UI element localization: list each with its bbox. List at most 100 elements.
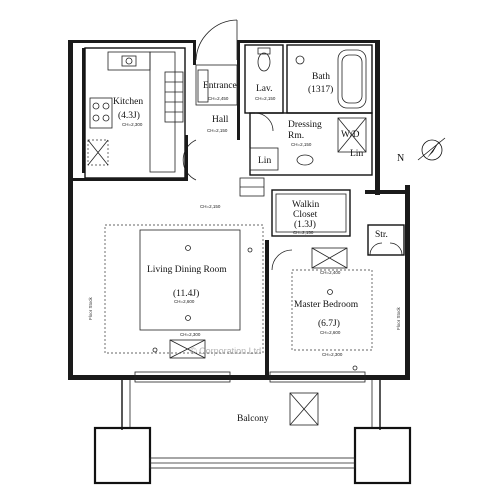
entrance-wall-left <box>193 40 196 65</box>
entrance-hall-area: Entrance CH=2,450 Hall CH=2,150 <box>182 19 240 181</box>
dressing-label: Dressing <box>288 120 322 130</box>
bathtub-icon <box>337 49 367 109</box>
entrance-outline <box>195 64 238 106</box>
burner-icon <box>92 102 100 110</box>
bed-ceiling-outline <box>291 269 373 351</box>
living-dining-area: Living Dining Room (11.4J) CH=2,600 CH=2… <box>68 178 269 375</box>
balcony-pillar-right <box>353 426 412 485</box>
lav-outline <box>244 44 284 114</box>
watermark-text: © Corporation Ltd <box>190 346 261 356</box>
bed-bottom-ceiling: CH=2,300 <box>322 352 343 357</box>
kitchen-ceiling: CH=2,300 <box>122 122 143 127</box>
balcony-pillar-left <box>93 426 152 485</box>
wall-right-lower <box>405 185 410 380</box>
lav-ceiling: CH=2,150 <box>255 96 276 101</box>
bed-top-ceiling: CH=2,400 <box>320 270 341 275</box>
walkin-ceiling: CH=2,150 <box>293 230 314 235</box>
dressing-area: Dressing Rm. CH=2,150 W/D Lin Lin <box>249 112 373 176</box>
hall-door-swing <box>182 139 197 181</box>
wall-left-inner <box>82 48 85 173</box>
storage-area: Str. <box>367 224 405 256</box>
storage-label: Str. <box>375 230 388 240</box>
ldr-wall-top <box>68 178 188 181</box>
ldr-floor-unit <box>169 339 206 359</box>
lin-small-label: Lin <box>258 156 271 166</box>
kitchen-shelf <box>164 71 184 123</box>
right-side-note: Floor Stock <box>396 306 401 330</box>
shower-icon <box>295 55 305 65</box>
walkin-closet-area: Walkin Closet (1.3J) CH=2,150 <box>271 189 351 237</box>
stove-top <box>89 97 113 129</box>
balcony-area: Balcony <box>93 380 412 485</box>
fridge-box <box>107 51 151 71</box>
lin-right-label: Lin <box>350 149 363 159</box>
outlet-icon <box>247 247 253 253</box>
evacuation-hatch <box>289 392 319 426</box>
lin-small-box <box>249 147 279 171</box>
outer-walls <box>68 40 410 380</box>
ldr-inner-frame <box>139 229 241 331</box>
master-bedroom-area: Master Bedroom (6.7J) CH=2,600 CH=2,400 … <box>271 247 401 371</box>
ceiling-light-icon <box>327 289 333 295</box>
bath-area: Bath (1317) <box>286 44 373 114</box>
window-strip <box>134 371 366 383</box>
outlet-icon <box>352 365 358 371</box>
entrance-ceiling: CH=2,450 <box>208 96 229 101</box>
kitchen-size: (4.3J) <box>118 110 140 121</box>
ldr-bed-partition <box>265 240 269 375</box>
wall-left <box>68 40 73 380</box>
bathtub-inner <box>341 54 363 104</box>
bed-ceiling: CH=2,600 <box>320 330 341 335</box>
wall-bottom <box>68 375 410 380</box>
balcony-label: Balcony <box>237 414 269 424</box>
ldr-label: Living Dining Room <box>147 265 227 275</box>
burner-icon <box>102 114 110 122</box>
washer-dryer-box <box>337 117 367 153</box>
hall-label: Hall <box>212 115 229 125</box>
lav-area: Lav. CH=2,150 <box>244 44 284 114</box>
dressing-ceiling: CH=2,150 <box>291 142 312 147</box>
ldr-size: (11.4J) <box>173 288 199 299</box>
hall-ceiling: CH=2,150 <box>207 128 228 133</box>
ldr-bottom-ceiling: CH=2,300 <box>180 332 201 337</box>
ceiling-light-icon <box>185 245 191 251</box>
walkin-size: (1.3J) <box>294 219 316 230</box>
wall-top-left <box>68 40 193 43</box>
kitchen-pantry <box>87 139 109 166</box>
bed-size: (6.7J) <box>318 318 340 329</box>
wall-right-step <box>365 190 410 194</box>
outlet-icon <box>152 347 158 353</box>
ldr-ceiling: CH=2,600 <box>174 299 195 304</box>
left-side-note: Floor Stock <box>88 296 93 320</box>
entrance-wall-right <box>237 40 240 140</box>
dressing-label-2: Rm. <box>288 131 304 141</box>
storage-door-swing <box>389 242 403 256</box>
bed-label: Master Bedroom <box>294 300 359 310</box>
compass-icon: N <box>397 137 446 164</box>
storage-outline <box>367 224 405 256</box>
ldr-top-ceiling: CH=2,150 <box>200 204 221 209</box>
sink-fixture <box>121 55 137 67</box>
wash-basin-icon <box>296 154 314 166</box>
entry-door-swing <box>195 19 238 61</box>
bed-ac-unit <box>311 247 348 269</box>
walkin-outline <box>271 189 351 237</box>
dressing-outline <box>249 112 373 176</box>
walkin-label: Walkin <box>292 200 319 210</box>
entrance-label: Entrance <box>203 81 237 91</box>
kitchen-area: Kitchen (4.3J) CH=2,300 <box>84 47 186 179</box>
dressing-door-swing <box>254 112 274 132</box>
toilet-tank <box>257 47 271 55</box>
lav-label: Lav. <box>256 84 273 94</box>
toilet-icon <box>257 52 271 72</box>
walkin-label-2: Closet <box>293 210 318 220</box>
wall-top-right <box>240 40 380 43</box>
shoe-cabinet <box>197 69 209 103</box>
burner-icon <box>102 102 110 110</box>
hall-wall <box>185 135 188 180</box>
ceiling-light-icon <box>185 315 191 321</box>
kitchen-label: Kitchen <box>113 97 143 107</box>
sink-drain-icon <box>125 57 133 65</box>
wd-label: W/D <box>341 130 360 140</box>
walkin-inner <box>275 193 347 233</box>
